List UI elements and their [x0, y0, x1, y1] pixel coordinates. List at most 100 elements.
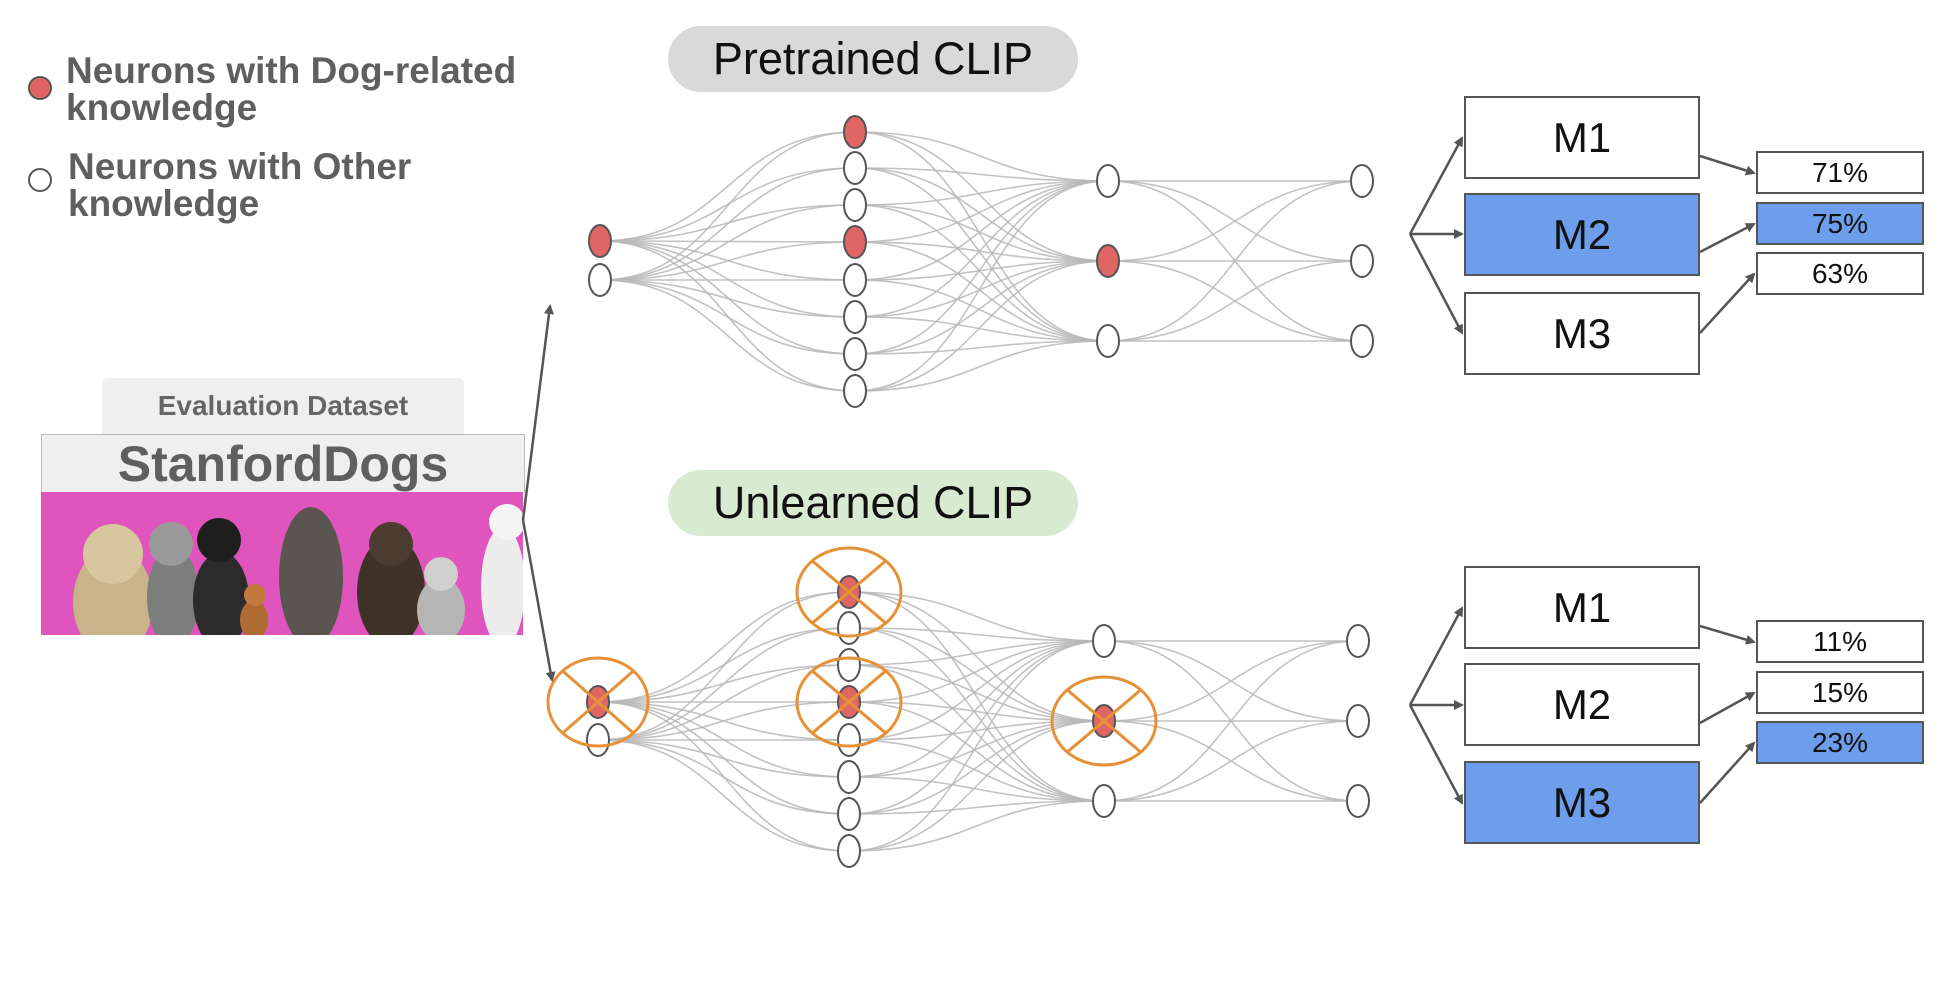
pretrained-connection	[854, 316, 1109, 342]
pretrained-other-neuron	[843, 263, 867, 297]
unlearned-model-m2-box: M2	[1464, 663, 1700, 746]
pretrained-connection	[854, 204, 1109, 342]
pretrained-connection	[599, 131, 856, 281]
pretrained-connection	[599, 279, 856, 392]
pretrained-connection	[599, 167, 856, 281]
unlearned-connection	[597, 701, 850, 741]
unlearned-accuracy-arrow	[1699, 691, 1756, 725]
pretrained-connection	[854, 180, 1109, 392]
pretrained-connection	[1107, 180, 1363, 342]
unlearned-connection	[848, 627, 1105, 642]
pretrained-dog-neuron	[588, 224, 612, 258]
pretrained-model-arrow	[1408, 136, 1464, 235]
pretrained-connection	[854, 279, 1109, 342]
pretrained-connection	[854, 241, 1109, 262]
pretrained-model-arrow	[1408, 233, 1464, 335]
unlearned-connection	[848, 720, 1105, 852]
pretrained-connection	[854, 260, 1109, 355]
unlearned-connection	[848, 739, 1105, 802]
removed-neuron-cross	[1066, 689, 1142, 753]
unlearned-connection	[597, 627, 850, 741]
unlearned-connection	[848, 664, 1105, 802]
dataset-sample-image	[41, 492, 523, 635]
unlearned-connection	[848, 627, 1105, 722]
pretrained-connection	[599, 240, 856, 392]
pretrained-connection	[599, 204, 856, 281]
pretrained-connection	[854, 180, 1109, 206]
unlearned-other-neuron	[1092, 624, 1116, 658]
unlearned-connection	[848, 776, 1105, 802]
other-legend-line2: knowledge	[68, 183, 260, 224]
unlearned-connection	[597, 591, 850, 741]
unlearned-connection	[848, 627, 1105, 802]
unlearned-clip-title: Unlearned CLIP	[668, 470, 1078, 536]
removed-neuron-circle	[795, 546, 903, 638]
unlearned-accuracy-arrow	[1699, 741, 1756, 804]
unlearned-other-neuron	[1346, 624, 1370, 658]
pretrained-dog-neuron	[843, 225, 867, 259]
pretrained-accuracy-arrow	[1699, 154, 1756, 176]
unlearned-connection	[848, 591, 1105, 642]
pretrained-other-neuron	[843, 188, 867, 222]
unlearned-connection	[848, 640, 1105, 852]
pretrained-model-m3-box: M3	[1464, 292, 1700, 375]
unlearned-model-m1-box: M1	[1464, 566, 1700, 649]
pretrained-connection	[854, 167, 1109, 262]
pretrained-other-neuron	[588, 263, 612, 297]
pretrained-connection	[854, 260, 1109, 392]
pretrained-connection	[854, 241, 1109, 342]
pretrained-connection	[854, 260, 1109, 281]
dog-legend-line1: Neurons with Dog-related	[66, 50, 517, 91]
unlearned-connection	[597, 664, 850, 741]
unlearned-other-neuron	[837, 611, 861, 645]
unlearned-other-neuron	[1346, 784, 1370, 818]
dog-neuron-legend-label: Neurons with Dog-related knowledge	[66, 52, 516, 126]
pretrained-m2-accuracy: 75%	[1756, 202, 1924, 245]
pretrained-connection	[854, 180, 1109, 243]
unlearned-connection	[848, 800, 1105, 815]
pretrained-connection	[599, 279, 856, 355]
unlearned-other-neuron	[1092, 784, 1116, 818]
pretrained-connection	[599, 240, 856, 355]
dogs-photo-illustration	[73, 504, 523, 635]
dataset-to-pretrained-arrow	[521, 304, 554, 521]
dataset-to-unlearned-arrow	[521, 519, 556, 682]
pretrained-connection	[854, 260, 1109, 318]
unlearned-model-arrow	[1408, 704, 1464, 805]
unlearned-other-neuron	[837, 723, 861, 757]
pretrained-accuracy-arrow	[1699, 272, 1756, 334]
pretrained-other-neuron	[1350, 164, 1374, 198]
pretrained-connection	[854, 340, 1109, 392]
pretrained-connection	[599, 167, 856, 242]
unlearned-connection	[597, 739, 850, 778]
dog-legend-line2: knowledge	[66, 87, 258, 128]
pretrained-dog-neuron	[1096, 244, 1120, 278]
pretrained-other-neuron	[843, 151, 867, 185]
pretrained-other-neuron	[843, 300, 867, 334]
unlearned-connection	[848, 640, 1105, 741]
unlearned-connection	[848, 591, 1105, 722]
unlearned-connection	[597, 739, 850, 852]
pretrained-other-neuron	[843, 337, 867, 371]
pretrained-accuracy-arrow	[1699, 222, 1756, 254]
pretrained-connection	[599, 241, 856, 281]
unlearned-m2-accuracy: 15%	[1756, 671, 1924, 714]
pretrained-connection	[599, 279, 856, 318]
unlearned-connection	[848, 720, 1105, 778]
pretrained-connection	[1107, 260, 1363, 342]
dog-neuron-legend-marker	[28, 76, 52, 100]
pretrained-connection	[854, 204, 1109, 262]
removed-neuron-cross	[811, 670, 887, 734]
other-neuron-legend-label: Neurons with Other knowledge	[68, 148, 411, 222]
evaluation-dataset-caption: Evaluation Dataset	[102, 378, 464, 434]
unlearned-connection	[848, 664, 1105, 722]
unlearned-connection	[597, 739, 850, 815]
pretrained-connection	[854, 131, 1109, 262]
unlearned-other-neuron	[586, 723, 610, 757]
pretrained-connection	[854, 131, 1109, 182]
unlearned-accuracy-arrow	[1699, 624, 1756, 645]
removed-neuron-circle	[795, 656, 903, 748]
pretrained-connection	[854, 180, 1109, 318]
removed-neuron-cross	[811, 560, 887, 624]
